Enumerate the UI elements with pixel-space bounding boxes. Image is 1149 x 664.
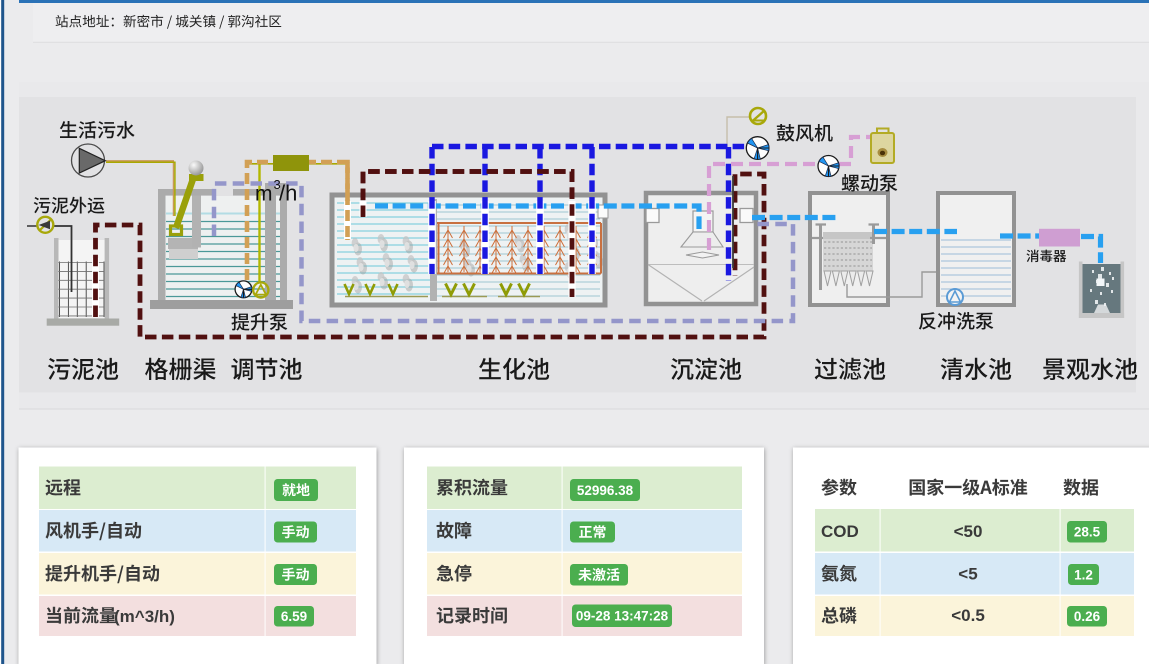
svg-text:3: 3 [274,177,281,192]
svg-text:52996.38: 52996.38 [577,483,634,498]
svg-text:09-28 13:47:28: 09-28 13:47:28 [576,609,669,624]
svg-text:m: m [255,183,273,206]
svg-text:<5: <5 [958,565,977,584]
svg-text:/h: /h [279,181,297,206]
svg-text:1.2: 1.2 [1074,567,1093,582]
svg-text:28.5: 28.5 [1074,525,1101,540]
svg-text:<0.5: <0.5 [951,606,985,625]
svg-text:(m^3/h): (m^3/h) [114,607,175,626]
svg-text:6.59: 6.59 [281,609,307,624]
svg-text:0.26: 0.26 [1074,609,1101,624]
svg-text:COD: COD [821,522,859,541]
svg-text:<50: <50 [954,522,983,541]
